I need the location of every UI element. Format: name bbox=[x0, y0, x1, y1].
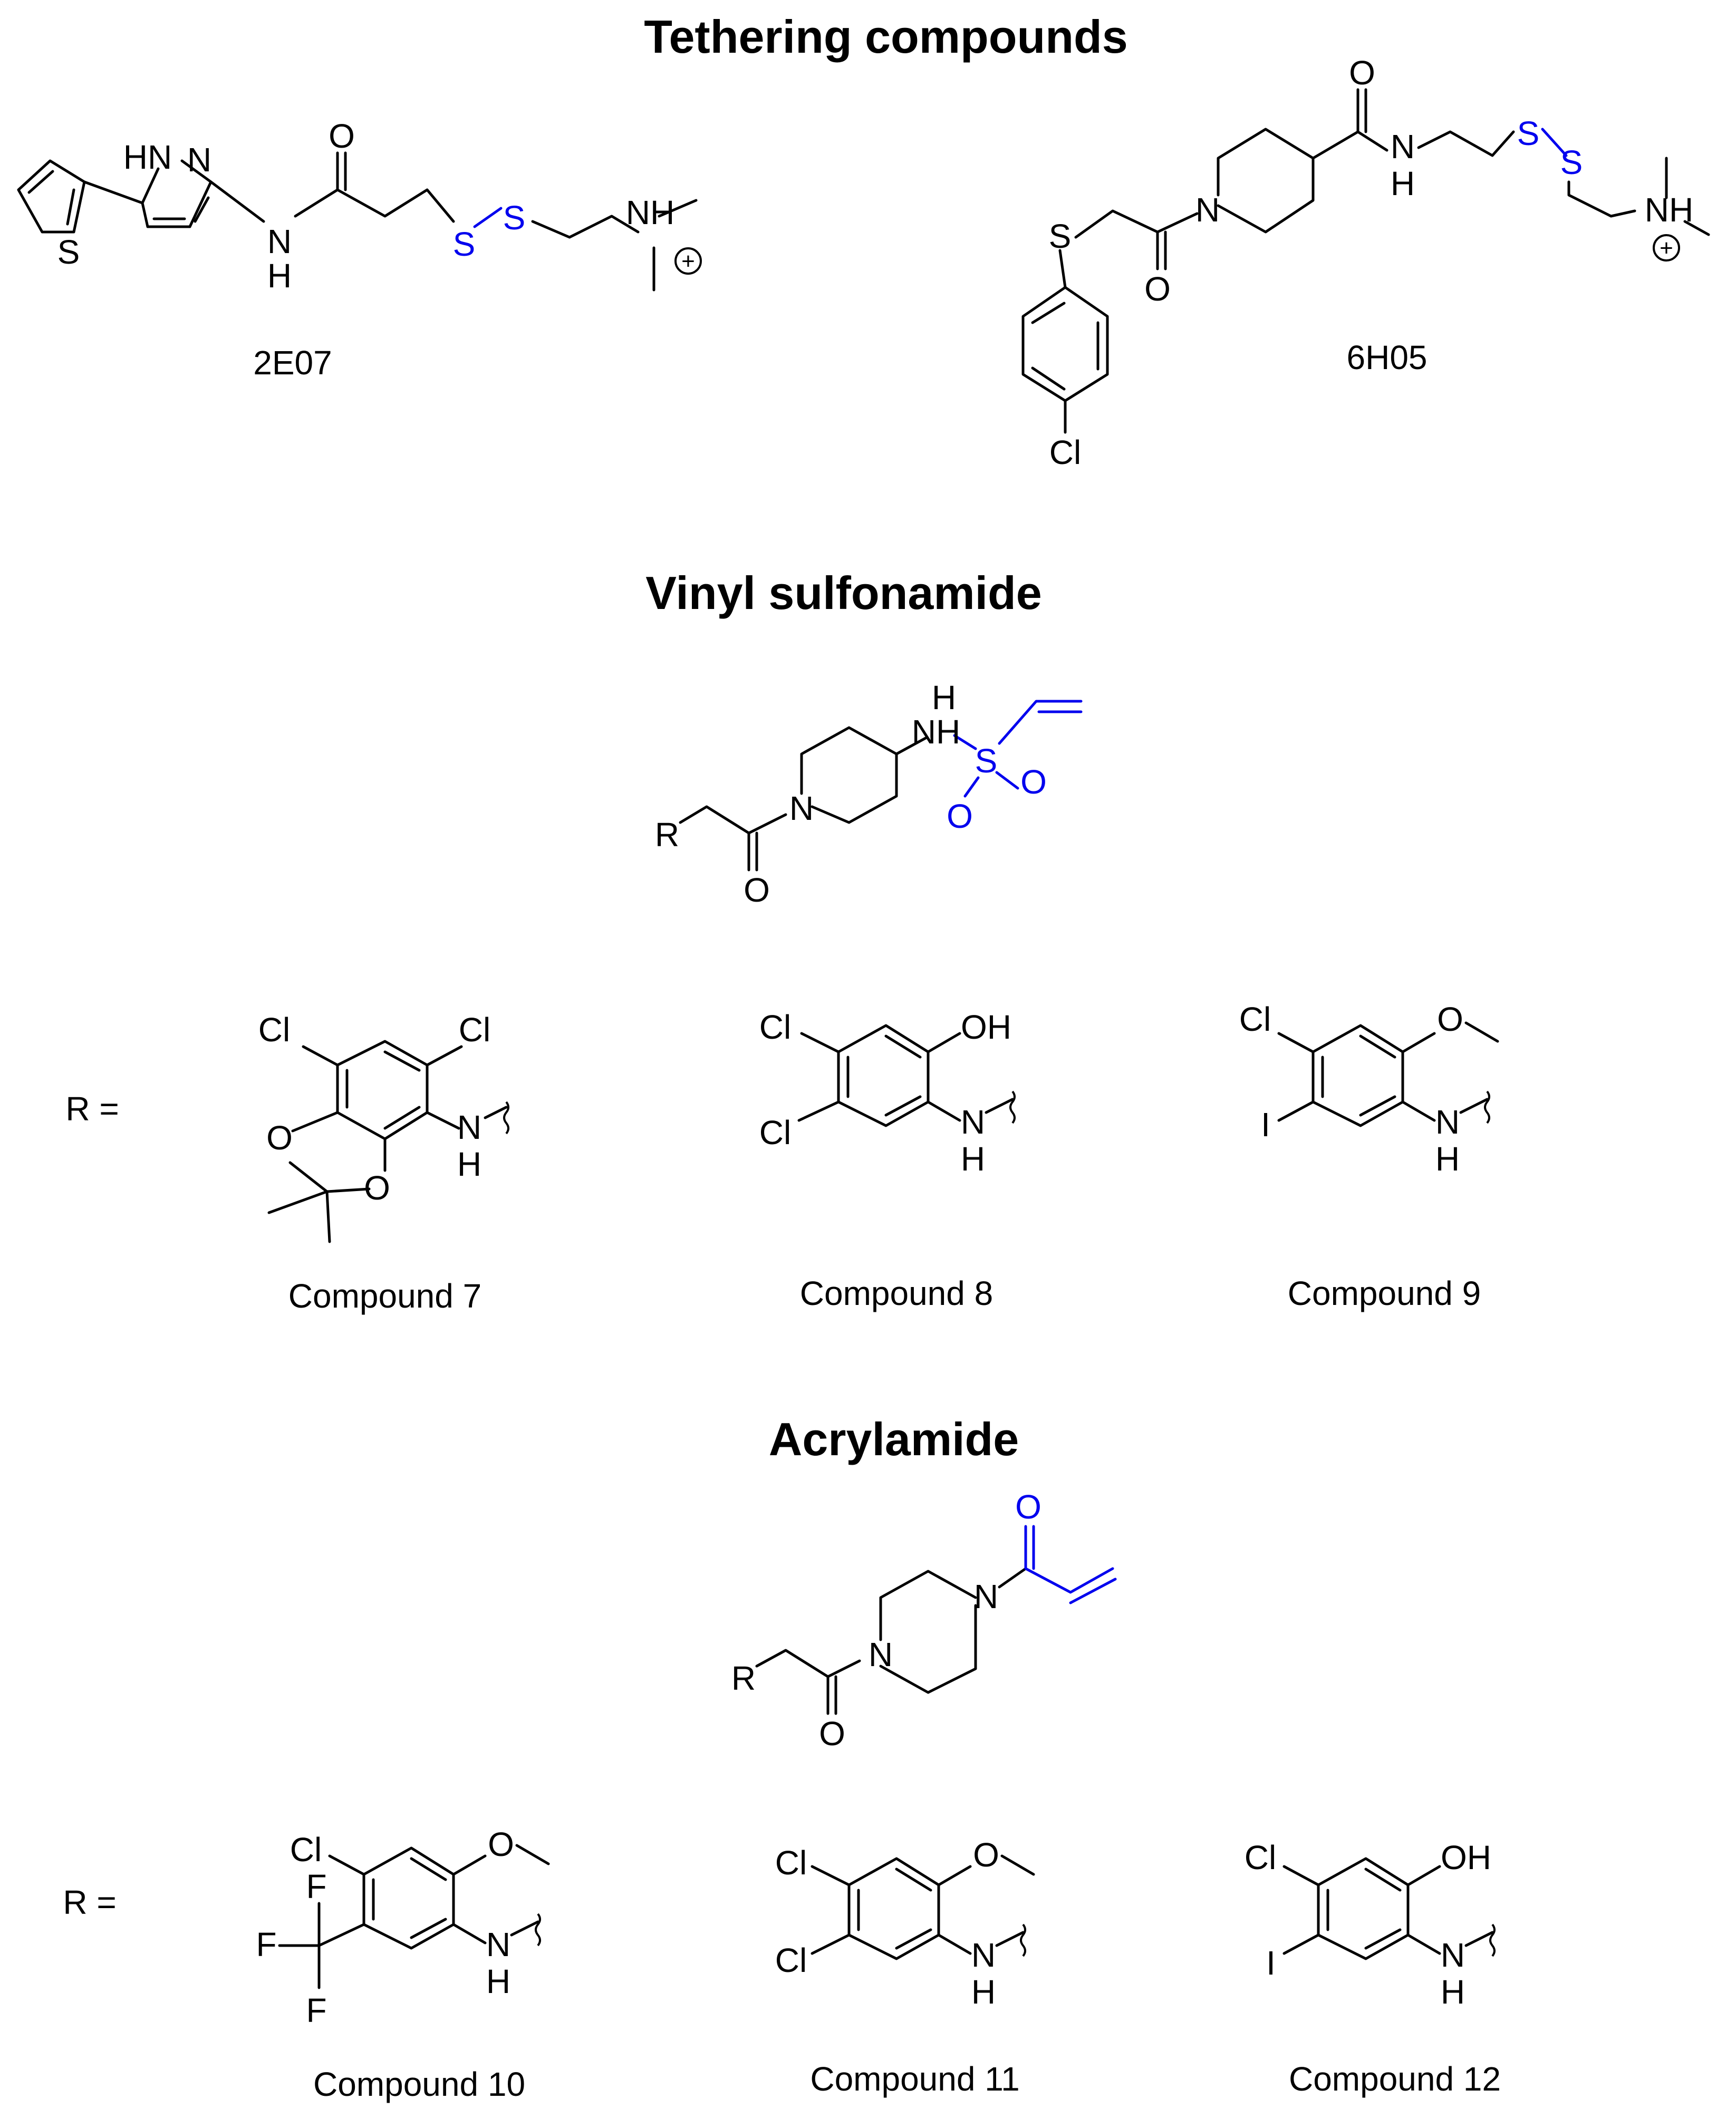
caption-compound-8: Compound 8 bbox=[800, 1274, 993, 1312]
atom-cl2-c8: Cl bbox=[759, 1114, 791, 1152]
atom-n-c7: N bbox=[457, 1108, 481, 1146]
atom-h-sulfonamide: H bbox=[932, 679, 956, 717]
atom-n-c9: N bbox=[1435, 1103, 1460, 1141]
atom-h-c8: H bbox=[961, 1140, 985, 1178]
atom-nh-ammonium-6h05: NH bbox=[1645, 191, 1693, 229]
structure-compound-11 bbox=[811, 1854, 1035, 1960]
atom-s1-2e07: S bbox=[453, 225, 476, 263]
atom-o-acyl-vinyl: O bbox=[744, 871, 770, 909]
plus-charge-symbol-2e07: + bbox=[681, 248, 695, 274]
atom-o-acyl-acryl: O bbox=[819, 1715, 845, 1753]
plus-charge-6h05 bbox=[1653, 234, 1680, 262]
atom-o-amide-2e07: O bbox=[329, 117, 355, 155]
atom-h-amide-6h05: H bbox=[1391, 165, 1415, 202]
atom-n2-piperazine: N bbox=[974, 1578, 998, 1615]
atom-cl2-c7: Cl bbox=[459, 1011, 490, 1049]
r-equals-vinyl: R = bbox=[65, 1090, 119, 1128]
atom-f1-c10: F bbox=[306, 1868, 326, 1905]
atom-cl2-c11: Cl bbox=[775, 1941, 807, 1979]
tethering-heading: Tethering compounds bbox=[644, 11, 1127, 63]
vinyl-sulfonamide-heading: Vinyl sulfonamide bbox=[645, 567, 1041, 619]
atom-h-c12: H bbox=[1441, 1973, 1465, 2011]
atom-nh-amide-2e07: N bbox=[267, 222, 292, 260]
atom-n-c11: N bbox=[971, 1936, 996, 1974]
atom-s1-6h05: S bbox=[1517, 114, 1540, 152]
structure-compound-10 bbox=[278, 1844, 550, 1989]
atom-i-c9: I bbox=[1261, 1106, 1270, 1144]
atom-s-sulfonyl: S bbox=[975, 742, 998, 780]
structure-2e07 bbox=[17, 151, 698, 292]
caption-compound-11: Compound 11 bbox=[810, 2060, 1019, 2098]
atom-s-thiophene: S bbox=[57, 233, 80, 271]
atom-n-c10: N bbox=[486, 1926, 510, 1963]
atom-s2-6h05: S bbox=[1560, 143, 1583, 181]
caption-6h05: 6H05 bbox=[1347, 338, 1428, 376]
atom-nh-ammonium-2e07: NH bbox=[626, 194, 674, 231]
atom-oh-c12: OH bbox=[1441, 1839, 1491, 1876]
structure-compound-9 bbox=[1277, 1021, 1499, 1127]
atom-s-thioether-6h05: S bbox=[1049, 217, 1072, 255]
atom-n1-piperazine: N bbox=[869, 1636, 893, 1673]
atom-nh-amide-6h05: N bbox=[1391, 128, 1415, 166]
atom-n-c8: N bbox=[961, 1103, 985, 1141]
atom-o-carboxamide-6h05: O bbox=[1349, 54, 1375, 92]
atom-h-c10: H bbox=[486, 1962, 510, 2000]
structure-compound-12 bbox=[1282, 1857, 1496, 1960]
atom-h-amide-2e07: H bbox=[267, 257, 292, 295]
atom-r-vinyl: R bbox=[655, 816, 679, 854]
atom-o-c10: O bbox=[488, 1825, 514, 1863]
vinyl-sulfonamide-core bbox=[679, 700, 1083, 872]
caption-compound-9: Compound 9 bbox=[1288, 1274, 1481, 1312]
atom-o-c9: O bbox=[1437, 1000, 1463, 1038]
structure-6h05 bbox=[1021, 88, 1710, 434]
atom-h-c11: H bbox=[971, 1973, 996, 2011]
atom-o1-c7: O bbox=[266, 1119, 293, 1157]
atom-nh-sulfonamide: NH bbox=[912, 713, 960, 751]
atom-cl1-c11: Cl bbox=[775, 1844, 807, 1882]
atom-cl-c10: Cl bbox=[290, 1831, 322, 1869]
atom-n-piperidine-vinyl: N bbox=[789, 789, 814, 827]
caption-2e07: 2E07 bbox=[253, 344, 332, 382]
caption-compound-12: Compound 12 bbox=[1289, 2060, 1501, 2098]
atom-s2-2e07: S bbox=[503, 199, 526, 237]
structure-compound-7 bbox=[267, 1040, 509, 1243]
atom-o-c11: O bbox=[973, 1836, 999, 1874]
atom-n-piperidine-6h05: N bbox=[1195, 191, 1220, 229]
atom-o1-sulfonyl: O bbox=[1020, 763, 1047, 801]
atom-r-acryl: R bbox=[731, 1659, 756, 1697]
atom-cl-6h05: Cl bbox=[1049, 433, 1081, 471]
atom-h-c9: H bbox=[1435, 1140, 1460, 1178]
atom-cl-c9: Cl bbox=[1239, 1000, 1271, 1038]
plus-charge-2e07 bbox=[674, 247, 702, 275]
atom-cl1-c7: Cl bbox=[258, 1011, 290, 1049]
acrylamide-core bbox=[755, 1525, 1117, 1715]
atom-cl1-c8: Cl bbox=[759, 1008, 791, 1046]
atom-f2-c10: F bbox=[256, 1926, 276, 1963]
atom-f3-c10: F bbox=[306, 1991, 326, 2029]
caption-compound-7: Compound 7 bbox=[288, 1277, 481, 1315]
plus-charge-symbol-6h05: + bbox=[1660, 235, 1673, 261]
atom-n-c12: N bbox=[1441, 1936, 1465, 1974]
structure-compound-8 bbox=[797, 1024, 1016, 1127]
acrylamide-heading: Acrylamide bbox=[769, 1413, 1019, 1465]
atom-o2-sulfonyl: O bbox=[947, 797, 973, 835]
atom-cl-c12: Cl bbox=[1245, 1839, 1276, 1876]
r-equals-acryl: R = bbox=[63, 1883, 116, 1921]
atom-n-pyrazole: N bbox=[187, 141, 211, 179]
caption-compound-10: Compound 10 bbox=[313, 2065, 525, 2103]
atom-o-acryloyl: O bbox=[1015, 1488, 1041, 1526]
atom-i-c12: I bbox=[1266, 1944, 1276, 1982]
atom-h-c7: H bbox=[457, 1145, 481, 1183]
atom-o2-c7: O bbox=[364, 1169, 390, 1207]
atom-hn-pyrazole: HN bbox=[123, 138, 172, 176]
atom-oh-c8: OH bbox=[961, 1008, 1011, 1046]
atom-o-acyl-6h05: O bbox=[1144, 270, 1171, 308]
